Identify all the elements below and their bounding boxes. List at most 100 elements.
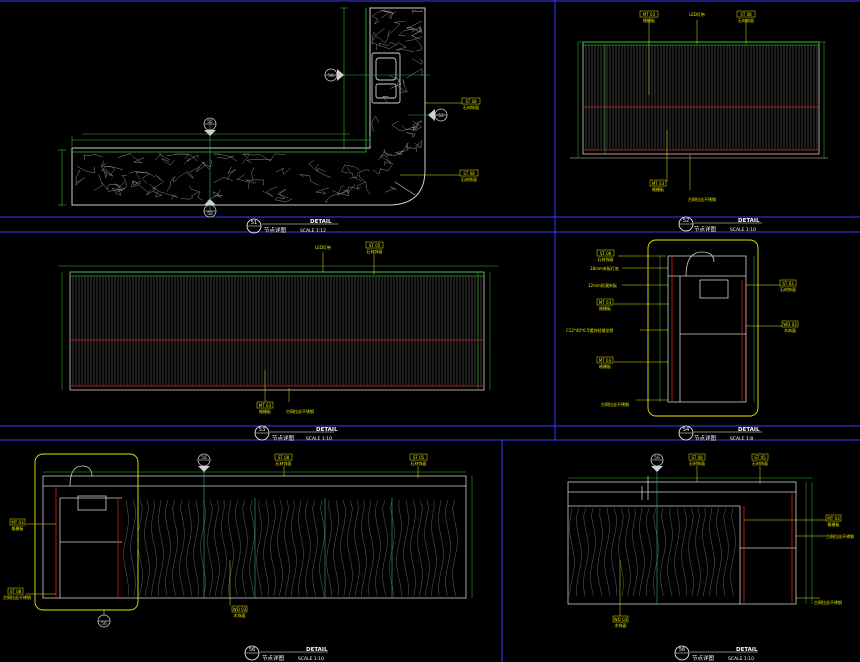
tag-code: ST 08	[10, 589, 22, 594]
pattern-stroke	[275, 167, 292, 175]
pattern-stroke	[583, 507, 589, 597]
pattern-stroke	[405, 20, 423, 31]
pattern-stroke	[376, 43, 399, 51]
tag-code: MT 03	[643, 12, 656, 17]
section-tag-56: 56	[328, 73, 334, 79]
tag-text: 古铜拉丝不锈钢	[286, 408, 314, 414]
section-tag-52: 52	[438, 113, 444, 119]
stone-vein-pattern	[75, 9, 423, 203]
pattern-stroke	[111, 188, 122, 196]
pattern-stroke	[242, 153, 250, 157]
pattern-stroke	[117, 153, 132, 158]
pattern-stroke	[395, 41, 415, 53]
vertical-slats	[585, 45, 818, 150]
detail-title: DETAIL	[316, 427, 338, 433]
section-marker-53: 53	[203, 199, 217, 218]
tag-code: ST 03	[782, 281, 794, 286]
detail-title: DETAIL	[738, 218, 760, 224]
pattern-stroke	[161, 158, 175, 166]
detail-subtitle: 节点详图	[272, 434, 295, 442]
tag-st08-a: ST 08 石材饰面	[425, 97, 481, 110]
pattern-stroke	[378, 30, 391, 44]
pattern-stroke	[262, 186, 278, 197]
pattern-stroke	[102, 168, 114, 177]
sink-basin	[371, 52, 401, 104]
pattern-stroke	[371, 31, 379, 44]
pattern-stroke	[576, 507, 582, 597]
tag-text: 格栅板	[643, 17, 655, 23]
pattern-stroke	[319, 499, 325, 597]
pattern-stroke	[166, 153, 190, 160]
pattern-stroke	[180, 191, 199, 200]
tag-text: 古铜拉丝不锈钢	[814, 599, 842, 605]
tag-code: ST 08	[600, 251, 612, 256]
pattern-stroke	[270, 499, 276, 597]
pattern-stroke	[723, 507, 729, 597]
note-c12: C12*40*0.5镀锌轻钢龙骨	[566, 327, 668, 333]
pattern-stroke	[361, 499, 367, 597]
section-marker-56: 56	[324, 68, 344, 82]
detail-number: 51	[251, 220, 257, 226]
pattern-stroke	[228, 499, 234, 597]
pattern-stroke	[347, 184, 359, 195]
pattern-stroke	[114, 183, 126, 193]
pattern-stroke	[371, 12, 380, 25]
tag-text: LED灯带	[315, 244, 331, 250]
pattern-stroke	[274, 197, 293, 203]
panel-56-left-elevation: 56 56 ST 08 石材饰面 ST 05 石材饰面 MT 03 格栅板	[3, 453, 473, 628]
detail-number: 54	[683, 427, 689, 433]
pattern-stroke	[291, 499, 297, 597]
pattern-stroke	[246, 159, 272, 164]
tag-text: 石材饰面	[689, 460, 705, 466]
pattern-stroke	[333, 499, 339, 597]
pattern-stroke	[716, 507, 722, 597]
tag-text: 石材饰面	[411, 460, 427, 466]
section-marker-55: 55	[203, 117, 217, 136]
detail-title: DETAIL	[306, 647, 328, 653]
panel-53-elevation: LED灯带 ST 05 石材饰面 MT 03 格栅板 古铜拉丝不锈钢	[58, 241, 498, 414]
pattern-stroke	[251, 167, 264, 186]
tag-code: MT 03	[11, 520, 24, 525]
pattern-stroke	[346, 166, 363, 182]
pattern-stroke	[371, 115, 380, 132]
tag-code: ST 08	[278, 455, 290, 460]
pattern-stroke	[385, 186, 397, 193]
pattern-stroke	[100, 163, 116, 176]
tag-st05: ST 05 石材饰面	[751, 453, 769, 484]
tag-text: 古铜拉丝不锈钢	[601, 401, 629, 407]
tag-text: 格栅板	[599, 305, 611, 311]
note-18mm: 18mm夹板打底	[590, 265, 668, 271]
tag-code: WD 03	[783, 322, 797, 327]
pattern-stroke	[144, 499, 150, 597]
wood-grain-pattern	[123, 499, 458, 597]
pattern-stroke	[702, 507, 708, 597]
pattern-stroke	[179, 499, 185, 597]
section-marker-56-bottom: 56	[97, 610, 111, 628]
detail-subtitle: 节点详图	[262, 654, 285, 662]
pattern-stroke	[431, 499, 437, 597]
tag-st08-bottom: 古铜拉丝不锈钢	[601, 399, 668, 407]
pattern-stroke	[368, 499, 374, 597]
pattern-stroke	[221, 499, 227, 597]
tag-code: MT 03	[599, 358, 612, 363]
pattern-stroke	[391, 121, 418, 132]
pattern-stroke	[382, 499, 388, 597]
pattern-stroke	[172, 170, 189, 183]
title-block-56-right: 56 DETAIL 节点详图 SCALE 1:10	[674, 645, 758, 662]
tag-code: WD 03	[614, 617, 628, 622]
pattern-stroke	[387, 9, 397, 20]
detail-subtitle: 节点详图	[694, 434, 717, 442]
pattern-stroke	[730, 507, 736, 597]
pattern-stroke	[137, 499, 143, 597]
pattern-stroke	[184, 154, 199, 165]
pattern-stroke	[414, 139, 423, 148]
tag-st08: 古铜拉丝不锈钢	[286, 388, 314, 414]
pattern-stroke	[398, 28, 420, 37]
detail-subtitle: 节点详图	[694, 225, 717, 233]
detail-number: 56	[679, 647, 685, 653]
tag-code: MT 03	[599, 300, 612, 305]
pattern-stroke	[123, 499, 129, 597]
tag-code: MT 03	[827, 516, 840, 521]
pattern-stroke	[226, 166, 237, 180]
pattern-stroke	[639, 507, 645, 597]
